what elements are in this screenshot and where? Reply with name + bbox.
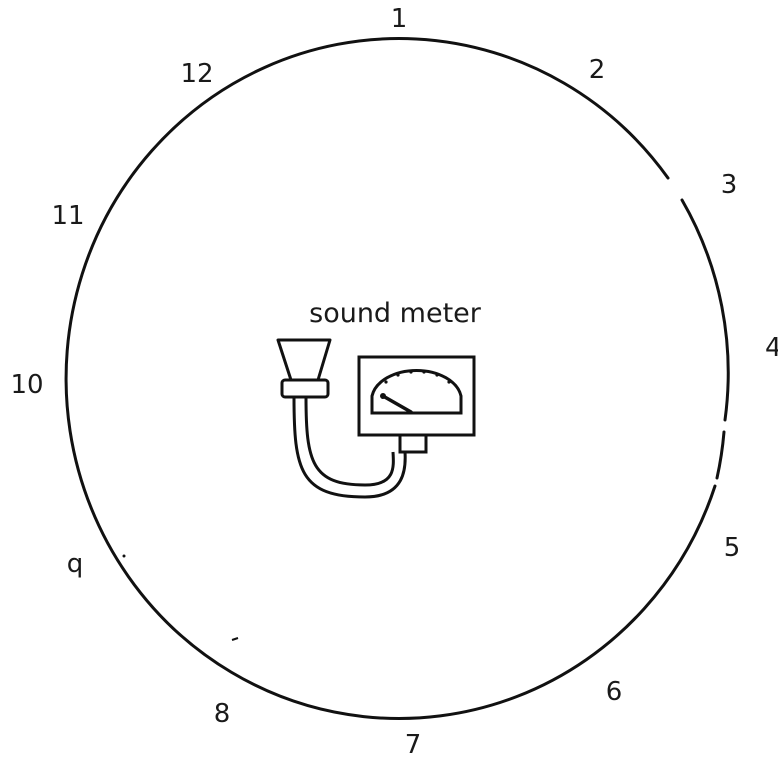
measurement-circle bbox=[64, 37, 730, 720]
position-labels: 1 2 3 4 5 6 7 8 q 10 11 12 bbox=[10, 4, 778, 757]
sound-meter-label: sound meter bbox=[309, 298, 482, 329]
position-label-5: 5 bbox=[724, 533, 741, 563]
position-label-7: 7 bbox=[405, 730, 422, 757]
position-label-1: 1 bbox=[391, 4, 408, 34]
position-label-3: 3 bbox=[721, 170, 738, 200]
meter-box bbox=[357, 355, 476, 454]
position-label-12: 12 bbox=[180, 59, 213, 89]
position-label-4: 4 bbox=[765, 333, 778, 363]
pencil-specks bbox=[122, 554, 239, 641]
microphone-icon bbox=[276, 338, 332, 399]
position-label-8: 8 bbox=[214, 699, 231, 729]
gauge-ticks bbox=[384, 370, 451, 384]
position-label-9: q bbox=[67, 549, 84, 579]
gauge-needle bbox=[380, 393, 413, 414]
position-label-2: 2 bbox=[589, 55, 606, 85]
position-label-10: 10 bbox=[10, 370, 43, 400]
cable bbox=[292, 396, 407, 499]
position-label-6: 6 bbox=[606, 677, 623, 707]
position-label-11: 11 bbox=[51, 201, 84, 231]
